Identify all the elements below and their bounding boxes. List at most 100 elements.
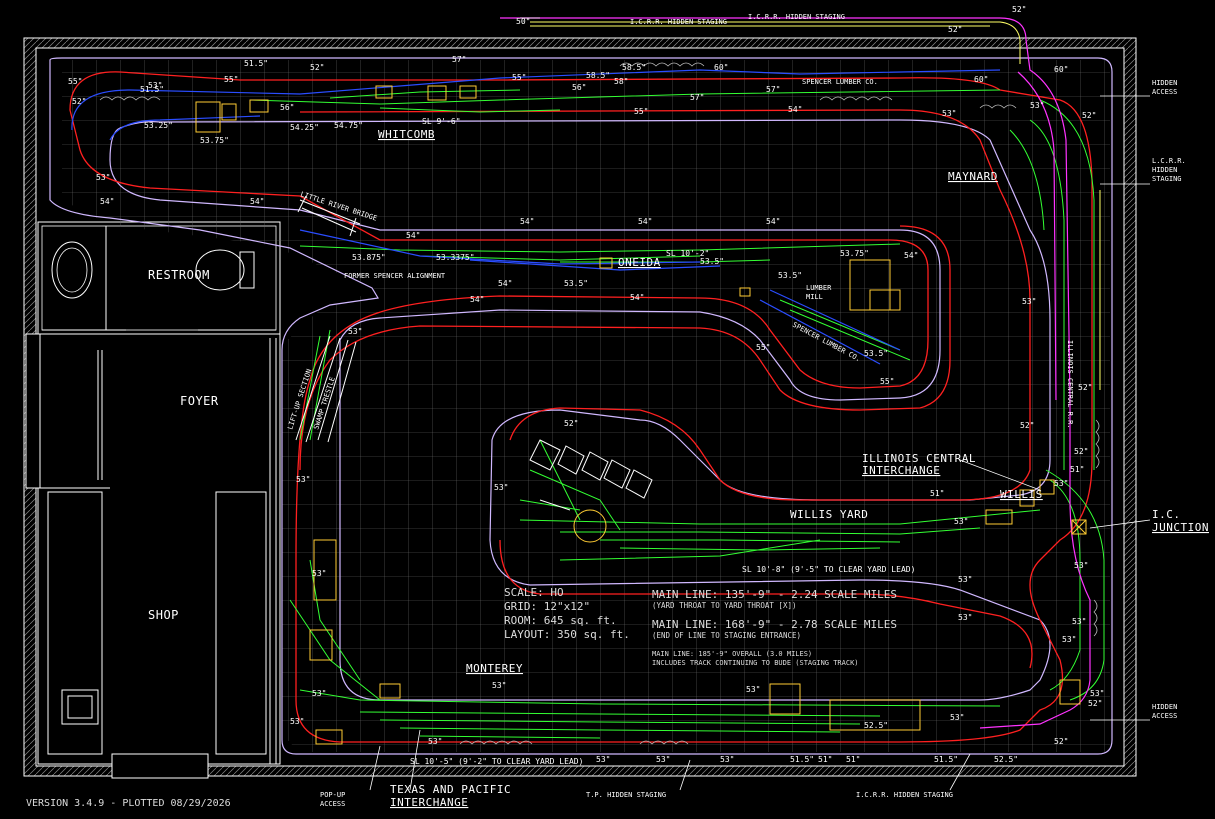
label-lumber-mill-2: MILL [806, 293, 823, 301]
elevation-label: 52.5" [994, 755, 1018, 764]
town-whitcomb: WHITCOMB [378, 128, 435, 141]
elevation-label: 55" [224, 75, 238, 84]
label-lcrr-staging-3: STAGING [1152, 175, 1182, 183]
ic-interchange-1: ILLINOIS CENTRAL [862, 452, 976, 465]
label-ic-rr-side: ILLINOIS CENTRAL R.R. [1066, 340, 1074, 429]
room-shop: SHOP [148, 608, 179, 622]
siding-willis: SL 10'-8" (9'-5" TO CLEAR YARD LEAD) [742, 565, 915, 574]
elevation-label: 51.5" [140, 85, 164, 94]
elevation-label: 53" [596, 755, 610, 764]
elevation-label: 53.5" [864, 349, 888, 358]
info-block: SCALE: HO GRID: 12"x12" ROOM: 645 sq. ft… [504, 586, 897, 667]
elevation-label: 58.5" [586, 71, 610, 80]
elevation-label: 53" [954, 517, 968, 526]
label-tp-hidden-staging: T.P. HIDDEN STAGING [586, 791, 666, 799]
elevation-label: 54" [250, 197, 264, 206]
elevation-label: 52" [1088, 699, 1102, 708]
label-spencer-lumber-top: SPENCER LUMBER CO. [802, 78, 878, 86]
elevation-label: 54" [904, 251, 918, 260]
elevation-label: 54.25" [290, 123, 319, 132]
elevation-label: 54" [520, 217, 534, 226]
info-main2: MAIN LINE: 168'-9" - 2.78 SCALE MILES [652, 618, 897, 631]
elevation-label: 53" [296, 475, 310, 484]
town-oneida: ONEIDA [618, 256, 661, 269]
town-maynard: MAYNARD [948, 170, 998, 183]
info-room: ROOM: 645 sq. ft. [504, 614, 617, 627]
main-line-track [69, 71, 1093, 743]
elevation-label: 53" [348, 327, 362, 336]
elevation-label: 54" [100, 197, 114, 206]
siding-whitcomb: SL 9'-6" [422, 117, 461, 126]
label-icrr-staging-top2: I.C.R.R. HIDDEN STAGING [630, 18, 727, 26]
elevation-label: 53" [656, 755, 670, 764]
elevation-label: 58" [614, 77, 628, 86]
info-note2: INCLUDES TRACK CONTINUING TO BUDE (STAGI… [652, 659, 859, 667]
elevation-label: 55" [68, 77, 82, 86]
tp-interchange-2: INTERCHANGE [390, 796, 468, 809]
structures [195, 85, 1087, 745]
icrr-staging-lines [530, 21, 1101, 390]
elevation-label: 54" [788, 105, 802, 114]
room-restroom: RESTROOM [148, 268, 210, 282]
spencer-lumber-track [71, 69, 1001, 365]
info-grid: GRID: 12"x12" [504, 600, 590, 613]
elevation-label: 53.875" [352, 253, 386, 262]
roundhouse-turntable [529, 439, 653, 543]
label-hidden-access-bot-2: ACCESS [1152, 712, 1177, 720]
elevation-label: 57" [452, 55, 466, 64]
town-willis-yard: WILLIS YARD [790, 508, 868, 521]
elevation-label: 52" [1054, 737, 1068, 746]
elevation-label: 53.75" [200, 136, 229, 145]
elevation-label: 53" [950, 713, 964, 722]
elevation-label: 51" [846, 755, 860, 764]
elevation-label: 53.5" [564, 279, 588, 288]
siding-tracks [249, 89, 1105, 739]
label-hidden-access-top-2: ACCESS [1152, 88, 1177, 96]
label-lcrr-staging-2: HIDDEN [1152, 166, 1177, 174]
elevation-label: 57" [690, 93, 704, 102]
elevation-label: 51.5" [244, 59, 268, 68]
elevation-label: 53" [1022, 297, 1036, 306]
elevation-label: 53.25" [144, 121, 173, 130]
label-icrr-staging-top: I.C.R.R. HIDDEN STAGING [748, 13, 845, 21]
elevation-label: 55" [512, 73, 526, 82]
elevation-label: 53" [148, 81, 162, 90]
label-icrr-hidden-staging-bottom: I.C.R.R. HIDDEN STAGING [856, 791, 953, 799]
label-pop-up-2: ACCESS [320, 800, 345, 808]
elevation-label: 60" [1054, 65, 1068, 74]
elevation-label: 55" [880, 377, 894, 386]
elevation-label: 54" [406, 231, 420, 240]
elevation-label: 52" [1082, 111, 1096, 120]
elevation-label: 54" [638, 217, 652, 226]
town-willis: WILLIS [1000, 488, 1043, 501]
elevation-label: 52" [1012, 5, 1026, 14]
elevation-label: 53" [1062, 635, 1076, 644]
room-foyer: FOYER [180, 394, 219, 408]
elevation-label: 53" [312, 569, 326, 578]
elevation-label: 54" [630, 293, 644, 302]
elevation-label: 53" [942, 109, 956, 118]
elevation-label: 54" [470, 295, 484, 304]
elevation-labels: 50"52"52"51.5"52"53"55"57"58.5"60"60"60"… [68, 5, 1104, 764]
town-monterey: MONTEREY [466, 662, 523, 675]
elevation-label: 53" [1072, 617, 1086, 626]
elevation-label: 51.5" [934, 755, 958, 764]
elevation-label: 56" [572, 83, 586, 92]
elevation-label: 53.5" [778, 271, 802, 280]
info-main1-note: (YARD THROAT TO YARD THROAT [X]) [652, 601, 797, 610]
bridges [295, 195, 361, 443]
elevation-label: 52" [72, 97, 86, 106]
info-note1: MAIN LINE: 185'-9" OVERALL (3.0 MILES) [652, 650, 812, 658]
elevation-label: 55" [634, 107, 648, 116]
label-hidden-access-top-1: HIDDEN [1152, 79, 1177, 87]
elevation-label: 60" [714, 63, 728, 72]
elevation-label: 53" [428, 737, 442, 746]
siding-monterey: SL 10'-5" (9'-2" TO CLEAR YARD LEAD) [410, 757, 583, 766]
elevation-label: 53" [1074, 561, 1088, 570]
elevation-label: 57" [766, 85, 780, 94]
elevation-label: 53.3375" [436, 253, 475, 262]
elevation-label: 53" [1054, 479, 1068, 488]
elevation-label: 54.75" [334, 121, 363, 130]
elevation-label: 53" [1030, 101, 1044, 110]
